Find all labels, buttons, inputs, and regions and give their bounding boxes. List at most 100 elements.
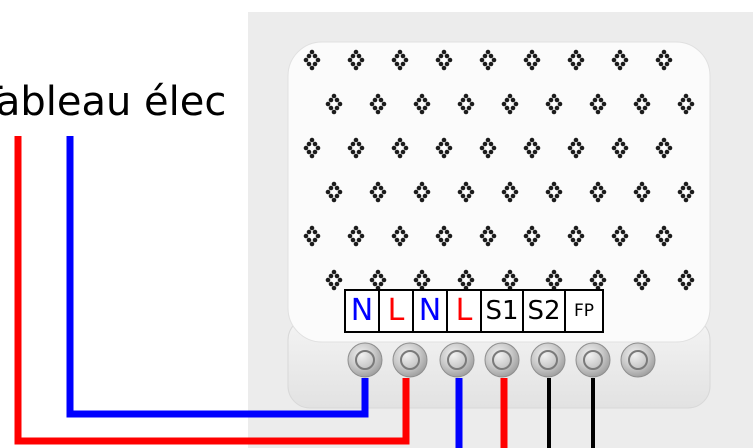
vent-hole [353, 225, 359, 231]
vent-hole [570, 229, 576, 235]
vent-hole [680, 185, 686, 191]
vent-hole [441, 49, 447, 55]
vent-hole [315, 233, 321, 239]
vent-hole [485, 65, 491, 71]
vent-hole [633, 101, 639, 107]
vent-hole [686, 185, 692, 191]
vent-hole [328, 281, 334, 287]
vent-hole [356, 149, 362, 155]
vent-hole [523, 57, 529, 63]
vent-hole [359, 233, 365, 239]
vent-hole [381, 101, 387, 107]
vent-hole [400, 141, 406, 147]
vent-hole [677, 277, 683, 283]
vent-hole [491, 57, 497, 63]
vent-hole [639, 93, 645, 99]
vent-hole [397, 153, 403, 159]
vent-hole [435, 57, 441, 63]
vent-hole [601, 189, 607, 195]
vent-hole [391, 57, 397, 63]
vent-hole [614, 229, 620, 235]
vent-hole [337, 277, 343, 283]
vent-hole [447, 57, 453, 63]
vent-hole [372, 185, 378, 191]
vent-hole [400, 61, 406, 67]
vent-hole [689, 189, 695, 195]
vent-hole [457, 189, 463, 195]
vent-hole [510, 193, 516, 199]
vent-hole [510, 273, 516, 279]
vent-hole [391, 233, 397, 239]
vent-hole [394, 141, 400, 147]
vent-hole [642, 193, 648, 199]
vent-hole [306, 149, 312, 155]
vent-hole [664, 149, 670, 155]
vent-hole [589, 277, 595, 283]
vent-hole [482, 53, 488, 59]
vent-hole [485, 49, 491, 55]
vent-hole [639, 181, 645, 187]
vent-hole [331, 181, 337, 187]
vent-hole [422, 105, 428, 111]
vent-hole [683, 197, 689, 203]
vent-hole [532, 53, 538, 59]
vent-hole [463, 269, 469, 275]
vent-hole [535, 57, 541, 63]
vent-hole [664, 61, 670, 67]
vent-hole [372, 105, 378, 111]
vent-hole [312, 149, 318, 155]
vent-hole [667, 145, 673, 151]
vent-hole [661, 65, 667, 71]
vent-hole [595, 181, 601, 187]
vent-hole [479, 145, 485, 151]
vent-hole [463, 197, 469, 203]
vent-hole [375, 269, 381, 275]
vent-hole [328, 193, 334, 199]
vent-hole [444, 53, 450, 59]
vent-hole [532, 61, 538, 67]
vent-hole [589, 101, 595, 107]
vent-hole [325, 101, 331, 107]
screw-terminal-7 [620, 342, 656, 378]
vent-hole [438, 229, 444, 235]
vent-hole [444, 229, 450, 235]
vent-hole [416, 185, 422, 191]
vent-hole [422, 97, 428, 103]
vent-hole [576, 53, 582, 59]
vent-hole [595, 269, 601, 275]
vent-hole [661, 225, 667, 231]
vent-hole [504, 193, 510, 199]
vent-hole [403, 57, 409, 63]
vent-hole [469, 277, 475, 283]
vent-hole [535, 145, 541, 151]
vent-hole [551, 93, 557, 99]
vent-hole [636, 193, 642, 199]
vent-hole [466, 273, 472, 279]
vent-hole [331, 285, 337, 291]
vent-hole [306, 53, 312, 59]
vent-hole [548, 273, 554, 279]
vent-hole [680, 281, 686, 287]
screw-terminal-4 [484, 342, 520, 378]
vent-hole [334, 273, 340, 279]
vent-hole [394, 149, 400, 155]
vent-hole [617, 65, 623, 71]
vent-hole [551, 109, 557, 115]
vent-hole [491, 233, 497, 239]
vent-hole [636, 105, 642, 111]
vent-hole [400, 149, 406, 155]
vent-hole [507, 109, 513, 115]
vent-hole [667, 233, 673, 239]
vent-hole [469, 101, 475, 107]
vent-hole [526, 149, 532, 155]
vent-hole [303, 233, 309, 239]
vent-hole [592, 281, 598, 287]
screw-head-4 [492, 350, 512, 370]
vent-hole [526, 237, 532, 243]
terminal-label-l1: L [380, 291, 414, 331]
vent-hole [488, 149, 494, 155]
vent-hole [532, 149, 538, 155]
vent-hole [636, 185, 642, 191]
vent-hole [548, 97, 554, 103]
vent-hole [419, 269, 425, 275]
